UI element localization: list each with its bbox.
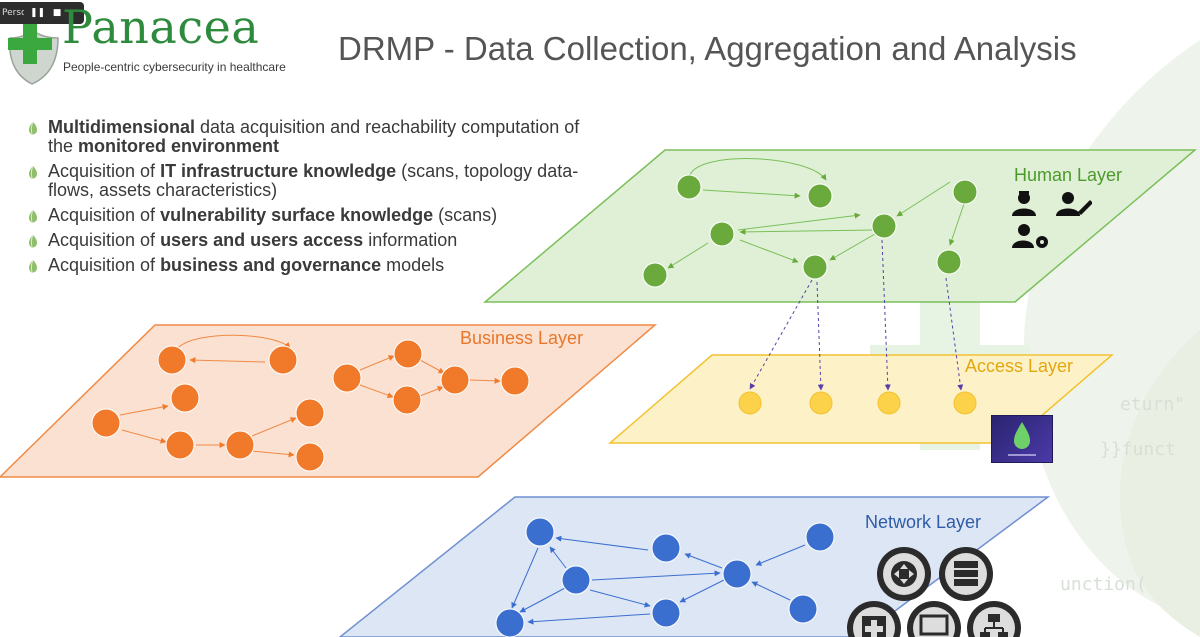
medical-device-icon xyxy=(847,601,901,637)
bullet-text: Acquisition of xyxy=(48,205,161,225)
bullet-text: models xyxy=(381,255,445,275)
bullet-item: Acquisition of business and governance m… xyxy=(28,256,588,275)
shield-cross-icon xyxy=(8,24,59,85)
leaf-bullet-icon xyxy=(29,260,37,273)
network-icons xyxy=(847,547,1021,637)
business-layer-node xyxy=(500,366,530,396)
doctor-icon xyxy=(1012,191,1036,216)
human-layer-node xyxy=(952,179,978,205)
pause-icon[interactable]: ❚❚ xyxy=(30,8,46,18)
network-layer-node xyxy=(651,598,681,628)
access-layer-label: Access Layer xyxy=(965,356,1074,376)
slide-title: DRMP - Data Collection, Aggregation and … xyxy=(338,30,1077,67)
business-layer-node xyxy=(225,430,255,460)
bullet-text: information xyxy=(363,230,458,250)
droplet-icon xyxy=(1008,422,1036,456)
business-layer-node xyxy=(165,430,195,460)
human-layer-node xyxy=(871,213,897,239)
player-controls: Perso... ❚❚ ■ xyxy=(0,2,84,24)
app-thumbnail[interactable] xyxy=(991,415,1053,463)
business-layer-node xyxy=(268,345,298,375)
business-layer-edges xyxy=(119,334,501,458)
bullet-text: Multidimensional xyxy=(48,117,196,137)
business-layer-node xyxy=(295,442,325,472)
human-layer-edges xyxy=(667,158,967,269)
bullet-text: (scans) xyxy=(433,205,498,225)
bullet-text: data acquisition and reachability comput… xyxy=(48,117,580,156)
human-access-links xyxy=(749,239,964,391)
business-layer-label: Business Layer xyxy=(460,328,584,348)
logo-tagline: People-centric cybersecurity in healthca… xyxy=(63,60,286,74)
network-layer-node xyxy=(805,522,835,552)
network-layer-node xyxy=(788,594,818,624)
monitor-icon xyxy=(907,601,961,637)
business-layer-node xyxy=(332,363,362,393)
network-layer-node xyxy=(651,533,681,563)
business-layer-node xyxy=(393,339,423,369)
stop-icon[interactable]: ■ xyxy=(52,8,62,18)
bg-code-line-2: }}funct xyxy=(1100,439,1176,460)
business-layer-node xyxy=(440,365,470,395)
leaf-bullet-icon xyxy=(29,235,37,248)
human-layer-node xyxy=(802,254,828,280)
access-layer-node xyxy=(953,391,977,415)
bg-code-line-1: eturn" xyxy=(1120,394,1185,415)
leaf-bullet-icon xyxy=(29,210,37,223)
human-icons xyxy=(1012,191,1092,248)
access-layer-node xyxy=(738,391,762,415)
bullet-text: Acquisition of xyxy=(48,255,161,275)
bullet-text: Acquisition of xyxy=(48,230,161,250)
layer-nodes xyxy=(91,174,978,637)
network-hub-icon xyxy=(967,601,1021,637)
network-layer-node xyxy=(561,565,591,595)
human-layer-node xyxy=(676,174,702,200)
bullet-item: Acquisition of vulnerability surface kno… xyxy=(28,206,588,225)
network-layer-node xyxy=(722,559,752,589)
leaf-bullet-icon xyxy=(29,166,37,179)
server-icon xyxy=(939,547,993,601)
network-layer-node xyxy=(525,517,555,547)
user-edit-icon xyxy=(1056,192,1092,216)
bullet-item: Multidimensional data acquisition and re… xyxy=(28,118,588,156)
logo-text: Panacea xyxy=(62,0,260,54)
bullet-item: Acquisition of users and users access in… xyxy=(28,231,588,250)
business-layer-node xyxy=(170,383,200,413)
human-layer-node xyxy=(936,249,962,275)
human-layer-plane xyxy=(482,149,1198,303)
human-layer-node xyxy=(807,183,833,209)
bullet-text: Acquisition of xyxy=(48,161,161,181)
bullet-text: monitored environment xyxy=(78,136,280,156)
human-layer-node xyxy=(709,221,735,247)
access-layer-node xyxy=(877,391,901,415)
business-layer-node xyxy=(392,385,422,415)
human-layer-label: Human Layer xyxy=(1014,165,1123,185)
bullet-text: users and users access xyxy=(160,230,364,250)
leaf-bullet-icon xyxy=(29,122,37,135)
router-icon xyxy=(877,547,931,601)
network-layer-edges xyxy=(511,535,806,625)
bullet-item: Acquisition of IT infrastructure knowled… xyxy=(28,162,588,200)
business-layer-node xyxy=(157,345,187,375)
business-layer-node xyxy=(295,398,325,428)
human-layer-node xyxy=(642,262,668,288)
bg-code-line-3: unction( xyxy=(1060,574,1147,595)
bullet-text: vulnerability surface knowledge xyxy=(160,205,434,225)
bullet-list: Multidimensional data acquisition and re… xyxy=(28,118,588,281)
network-layer-node xyxy=(495,608,525,637)
bullet-text: business and governance xyxy=(160,255,382,275)
access-layer-node xyxy=(809,391,833,415)
bullet-text: IT infrastructure knowledge xyxy=(160,161,397,181)
bullet-text: (scans, topology data-flows, assets char… xyxy=(48,161,579,200)
network-layer-label: Network Layer xyxy=(865,512,982,532)
business-layer-node xyxy=(91,408,121,438)
player-name[interactable]: Perso... xyxy=(2,8,24,18)
user-settings-icon xyxy=(1012,224,1048,248)
